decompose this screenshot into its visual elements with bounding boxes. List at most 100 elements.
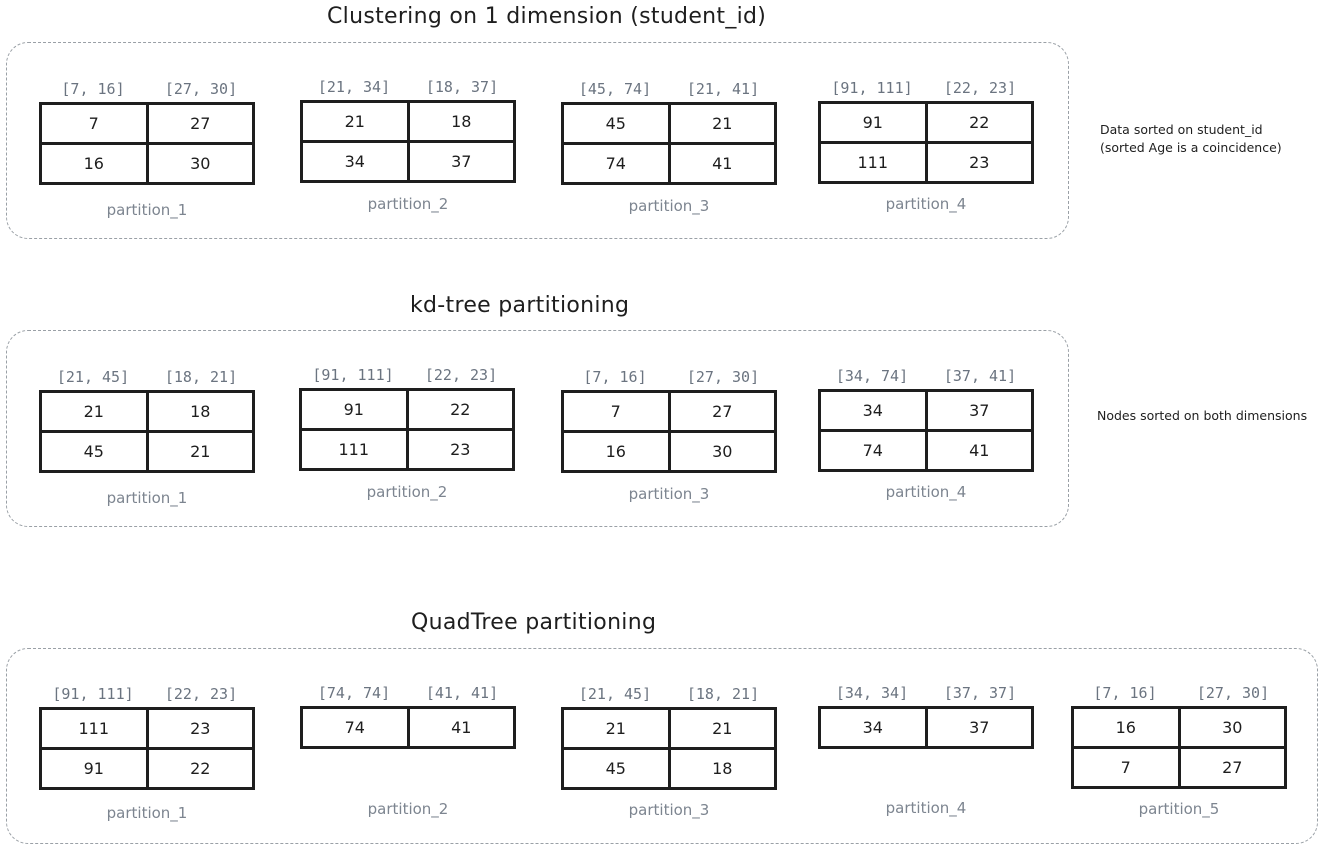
partition-label: partition_2 xyxy=(367,195,449,213)
cell-age: 27 xyxy=(667,393,775,430)
cell-age: 27 xyxy=(1177,749,1285,786)
table-row: 74 41 xyxy=(821,429,1031,469)
cell-age: 21 xyxy=(667,710,775,747)
side-note: Nodes sorted on both dimensions xyxy=(1097,407,1307,425)
range-row: [45, 74] [21, 41] xyxy=(561,80,777,100)
table-row: 7 27 xyxy=(564,393,774,430)
cell-student-id: 34 xyxy=(862,401,883,420)
cell-student-id: 74 xyxy=(344,718,365,737)
group-frame xyxy=(6,648,1318,844)
table-row: 111 23 xyxy=(302,428,512,468)
cell-age: 22 xyxy=(405,391,513,428)
partition-label: partition_4 xyxy=(885,799,967,817)
cell-student-id: 7 xyxy=(610,402,621,421)
cell-age: 21 xyxy=(667,105,775,142)
range-age: [27, 30] xyxy=(164,80,238,98)
range-row: [21, 34] [18, 37] xyxy=(300,78,516,98)
cell-age: 18 xyxy=(406,103,514,140)
table-row: 16 30 xyxy=(42,142,252,182)
range-age: [22, 23] xyxy=(424,366,498,384)
range-student-id: [34, 74] xyxy=(835,367,909,385)
cell-age: 23 xyxy=(405,431,513,468)
cell-student-id: 111 xyxy=(78,719,110,738)
partition-table: 34 37 xyxy=(818,706,1034,749)
range-row: [7, 16] [27, 30] xyxy=(1071,684,1287,704)
range-student-id: [21, 45] xyxy=(56,368,130,386)
cell-student-id: 91 xyxy=(862,113,883,132)
partition-table: 91 22 111 23 xyxy=(299,388,515,471)
cell-age: 27 xyxy=(145,105,253,142)
range-age: [22, 23] xyxy=(943,79,1017,97)
range-row: [7, 16] [27, 30] xyxy=(561,368,777,388)
partition-label: partition_2 xyxy=(366,483,448,501)
table-row: 74 41 xyxy=(303,709,513,746)
table-row: 21 21 xyxy=(564,710,774,747)
range-row: [91, 111] [22, 23] xyxy=(818,79,1034,99)
cell-age: 23 xyxy=(924,144,1032,181)
cell-student-id: 111 xyxy=(857,153,889,172)
partition-table: 91 22 111 23 xyxy=(818,101,1034,184)
cell-student-id: 21 xyxy=(83,402,104,421)
range-student-id: [21, 45] xyxy=(578,685,652,703)
partition-label: partition_2 xyxy=(367,800,449,818)
cell-age: 30 xyxy=(667,433,775,470)
table-row: 7 27 xyxy=(42,105,252,142)
range-row: [34, 34] [37, 37] xyxy=(818,684,1034,704)
range-student-id: [7, 16] xyxy=(61,80,125,98)
table-row: 111 23 xyxy=(42,710,252,747)
table-row: 74 41 xyxy=(564,142,774,182)
cell-student-id: 21 xyxy=(344,112,365,131)
cell-student-id: 45 xyxy=(605,114,626,133)
cell-age: 30 xyxy=(145,145,253,182)
range-age: [27, 30] xyxy=(686,368,760,386)
section-title: kd-tree partitioning xyxy=(410,293,630,318)
cell-student-id: 16 xyxy=(83,154,104,173)
range-student-id: [7, 16] xyxy=(583,368,647,386)
cell-age: 22 xyxy=(145,750,253,787)
cell-age: 37 xyxy=(924,392,1032,429)
cell-age: 37 xyxy=(924,709,1032,746)
partition-table: 45 21 74 41 xyxy=(561,102,777,185)
cell-age: 41 xyxy=(406,709,514,746)
partition-table: 16 30 7 27 xyxy=(1071,706,1287,789)
cell-student-id: 74 xyxy=(862,441,883,460)
range-student-id: [91, 111] xyxy=(831,79,913,97)
range-student-id: [7, 16] xyxy=(1093,684,1157,702)
range-student-id: [91, 111] xyxy=(312,366,394,384)
table-row: 91 22 xyxy=(42,747,252,787)
partition-label: partition_3 xyxy=(628,485,710,503)
table-row: 21 18 xyxy=(303,103,513,140)
partition-table: 7 27 16 30 xyxy=(561,390,777,473)
partition-table: 7 27 16 30 xyxy=(39,102,255,185)
note-line: Nodes sorted on both dimensions xyxy=(1097,408,1308,423)
range-student-id: [74, 74] xyxy=(317,684,391,702)
cell-student-id: 74 xyxy=(605,154,626,173)
note-line: (sorted Age is a coincidence) xyxy=(1100,140,1282,155)
table-row: 111 23 xyxy=(821,141,1031,181)
cell-age: 21 xyxy=(145,433,253,470)
range-age: [21, 41] xyxy=(686,80,760,98)
cell-student-id: 91 xyxy=(343,400,364,419)
table-row: 91 22 xyxy=(821,104,1031,141)
cell-age: 18 xyxy=(667,750,775,787)
range-row: [74, 74] [41, 41] xyxy=(300,684,516,704)
range-row: [91, 111] [22, 23] xyxy=(299,366,515,386)
table-row: 91 22 xyxy=(302,391,512,428)
table-row: 16 30 xyxy=(564,430,774,470)
partition-table: 74 41 xyxy=(300,706,516,749)
range-age: [18, 21] xyxy=(686,685,760,703)
cell-student-id: 45 xyxy=(83,442,104,461)
section-title: QuadTree partitioning xyxy=(411,610,657,635)
table-row: 45 21 xyxy=(564,105,774,142)
cell-student-id: 34 xyxy=(344,152,365,171)
partition-label: partition_5 xyxy=(1138,800,1220,818)
group-frame xyxy=(6,42,1069,239)
partition-label: partition_4 xyxy=(885,483,967,501)
cell-age: 41 xyxy=(667,145,775,182)
cell-age: 41 xyxy=(924,432,1032,469)
range-age: [18, 37] xyxy=(425,78,499,96)
cell-student-id: 91 xyxy=(83,759,104,778)
range-student-id: [91, 111] xyxy=(52,685,134,703)
table-row: 45 18 xyxy=(564,747,774,787)
cell-age: 23 xyxy=(145,710,253,747)
